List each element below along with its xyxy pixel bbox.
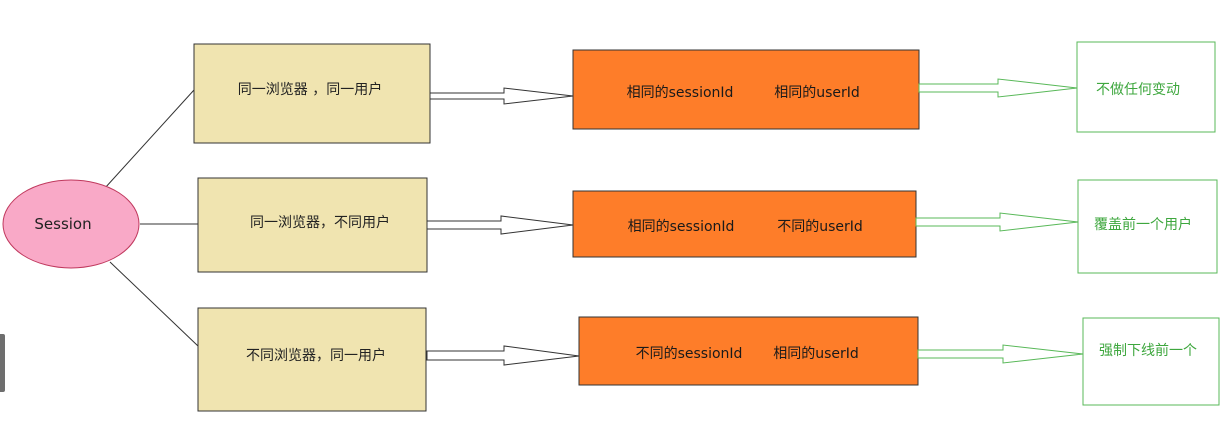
user-id-text-2: 不同的userId: [777, 219, 863, 235]
arrow-condition-to-ids-1: [429, 87, 574, 105]
condition-box-3: [197, 307, 427, 412]
arrow-condition-to-ids-3: [426, 345, 580, 366]
result-box-1: [1076, 41, 1216, 133]
session-id-text-3: 不同的sessionId: [636, 346, 743, 362]
row-3: 不同浏览器，同一用户 不同的sessionId 相同的userId 强制下线前一…: [197, 307, 1220, 412]
connector-row-3: [109, 261, 199, 347]
session-id-text-2: 相同的sessionId: [628, 219, 735, 235]
arrow-condition-to-ids-2: [426, 215, 574, 235]
result-text-3: 强制下线前一个: [1099, 342, 1197, 359]
id-box-1: [572, 49, 920, 130]
session-node: Session: [2, 179, 140, 269]
result-box-2: [1077, 179, 1218, 274]
session-id-text-1: 相同的sessionId: [627, 85, 734, 101]
arrow-ids-to-result-3: [917, 344, 1084, 364]
row-2: 同一浏览器，不同用户 相同的sessionId 不同的userId 覆盖前一个用…: [197, 177, 1218, 274]
arrow-ids-to-result-2: [915, 212, 1079, 232]
arrow-ids-to-result-1: [918, 78, 1078, 98]
user-id-text-3: 相同的userId: [773, 346, 859, 362]
id-box-2: [572, 190, 917, 258]
connector-row-1: [104, 89, 195, 189]
condition-box-2: [197, 177, 428, 273]
edge-scroll-tab: [0, 334, 5, 392]
session-label: Session: [34, 215, 91, 233]
user-id-text-1: 相同的userId: [774, 85, 860, 101]
result-text-2: 覆盖前一个用户: [1094, 216, 1192, 233]
condition-text-1: 同一浏览器 ，同一用户: [238, 81, 382, 98]
condition-box-1: [193, 43, 431, 144]
condition-text-3: 不同浏览器，同一用户: [246, 347, 386, 364]
row-1: 同一浏览器 ，同一用户 相同的sessionId 相同的userId 不做任何变…: [193, 41, 1216, 144]
id-box-3: [578, 316, 919, 386]
condition-text-2: 同一浏览器，不同用户: [250, 214, 390, 231]
result-box-3: [1082, 317, 1220, 406]
result-text-1: 不做任何变动: [1096, 82, 1180, 98]
